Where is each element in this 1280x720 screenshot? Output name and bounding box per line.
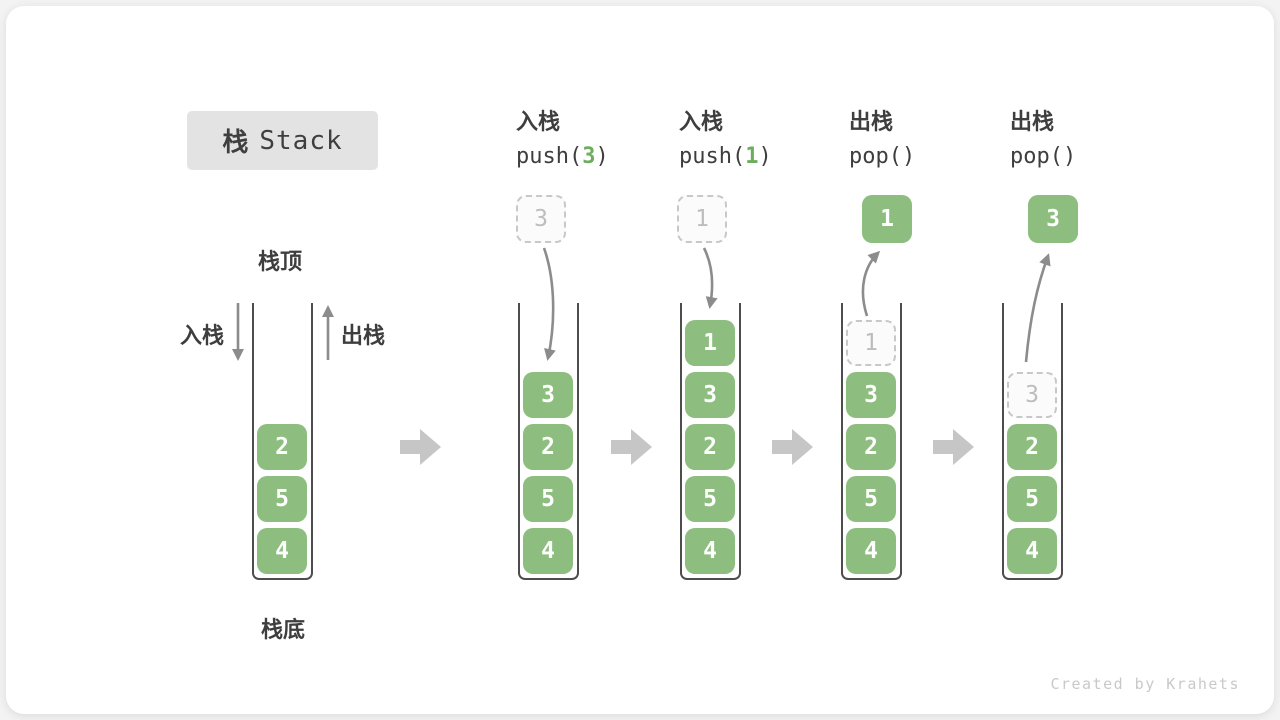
stack-cell: 4 — [846, 528, 896, 574]
label-pop: 出栈 — [341, 323, 386, 348]
label-push: 入栈 — [180, 323, 225, 348]
column-header-pop-1: 出栈 pop() — [849, 104, 915, 174]
stack-cell: 5 — [257, 476, 307, 522]
stack-cell: 5 — [846, 476, 896, 522]
header-op-label: 出栈 — [1010, 109, 1055, 134]
credit-text: Created by Krahets — [1050, 675, 1240, 693]
stack-container-initial — [252, 303, 313, 580]
header-code-label: push(3) — [516, 144, 609, 169]
column-header-push-3: 入栈 push(3) — [516, 104, 609, 174]
column-header-push-1: 入栈 push(1) — [679, 104, 772, 174]
header-op-label: 出栈 — [849, 109, 894, 134]
header-op-label: 入栈 — [679, 109, 724, 134]
stack-cell: 5 — [1007, 476, 1057, 522]
header-code-arg: 3 — [582, 144, 596, 169]
stack-container-push-3 — [518, 303, 579, 580]
stack-cell: 5 — [523, 476, 573, 522]
popped-block: 3 — [1028, 195, 1078, 243]
stack-cell: 5 — [685, 476, 735, 522]
stack-cell: 2 — [257, 424, 307, 470]
stack-cell-ghost: 1 — [846, 320, 896, 366]
incoming-block: 3 — [516, 195, 566, 243]
stack-cell: 4 — [685, 528, 735, 574]
stack-cell: 4 — [1007, 528, 1057, 574]
stack-cell: 2 — [685, 424, 735, 470]
stack-container-push-1 — [680, 303, 741, 580]
header-code-arg: 1 — [745, 144, 759, 169]
title-box: 栈 Stack — [187, 111, 378, 170]
title-en: Stack — [259, 125, 343, 156]
stack-cell: 3 — [523, 372, 573, 418]
label-stack-bottom: 栈底 — [261, 617, 306, 642]
stack-cell-ghost: 3 — [1007, 372, 1057, 418]
stack-cell: 3 — [846, 372, 896, 418]
stack-cell: 3 — [685, 372, 735, 418]
stack-cell: 4 — [257, 528, 307, 574]
stack-container-pop-3 — [1002, 303, 1063, 580]
title-zh: 栈 — [222, 127, 249, 157]
stack-cell: 2 — [523, 424, 573, 470]
popped-block: 1 — [862, 195, 912, 243]
stack-cell: 1 — [685, 320, 735, 366]
header-op-label: 入栈 — [516, 109, 561, 134]
stack-cell: 2 — [846, 424, 896, 470]
header-code-label: pop() — [1010, 144, 1077, 169]
incoming-block: 1 — [677, 195, 727, 243]
header-code-label: pop() — [849, 144, 916, 169]
column-header-pop-3: 出栈 pop() — [1010, 104, 1076, 174]
label-stack-top: 栈顶 — [258, 249, 303, 274]
header-code-label: push(1) — [679, 144, 772, 169]
stack-cell: 2 — [1007, 424, 1057, 470]
stack-container-pop-1 — [841, 303, 902, 580]
stack-cell: 4 — [523, 528, 573, 574]
